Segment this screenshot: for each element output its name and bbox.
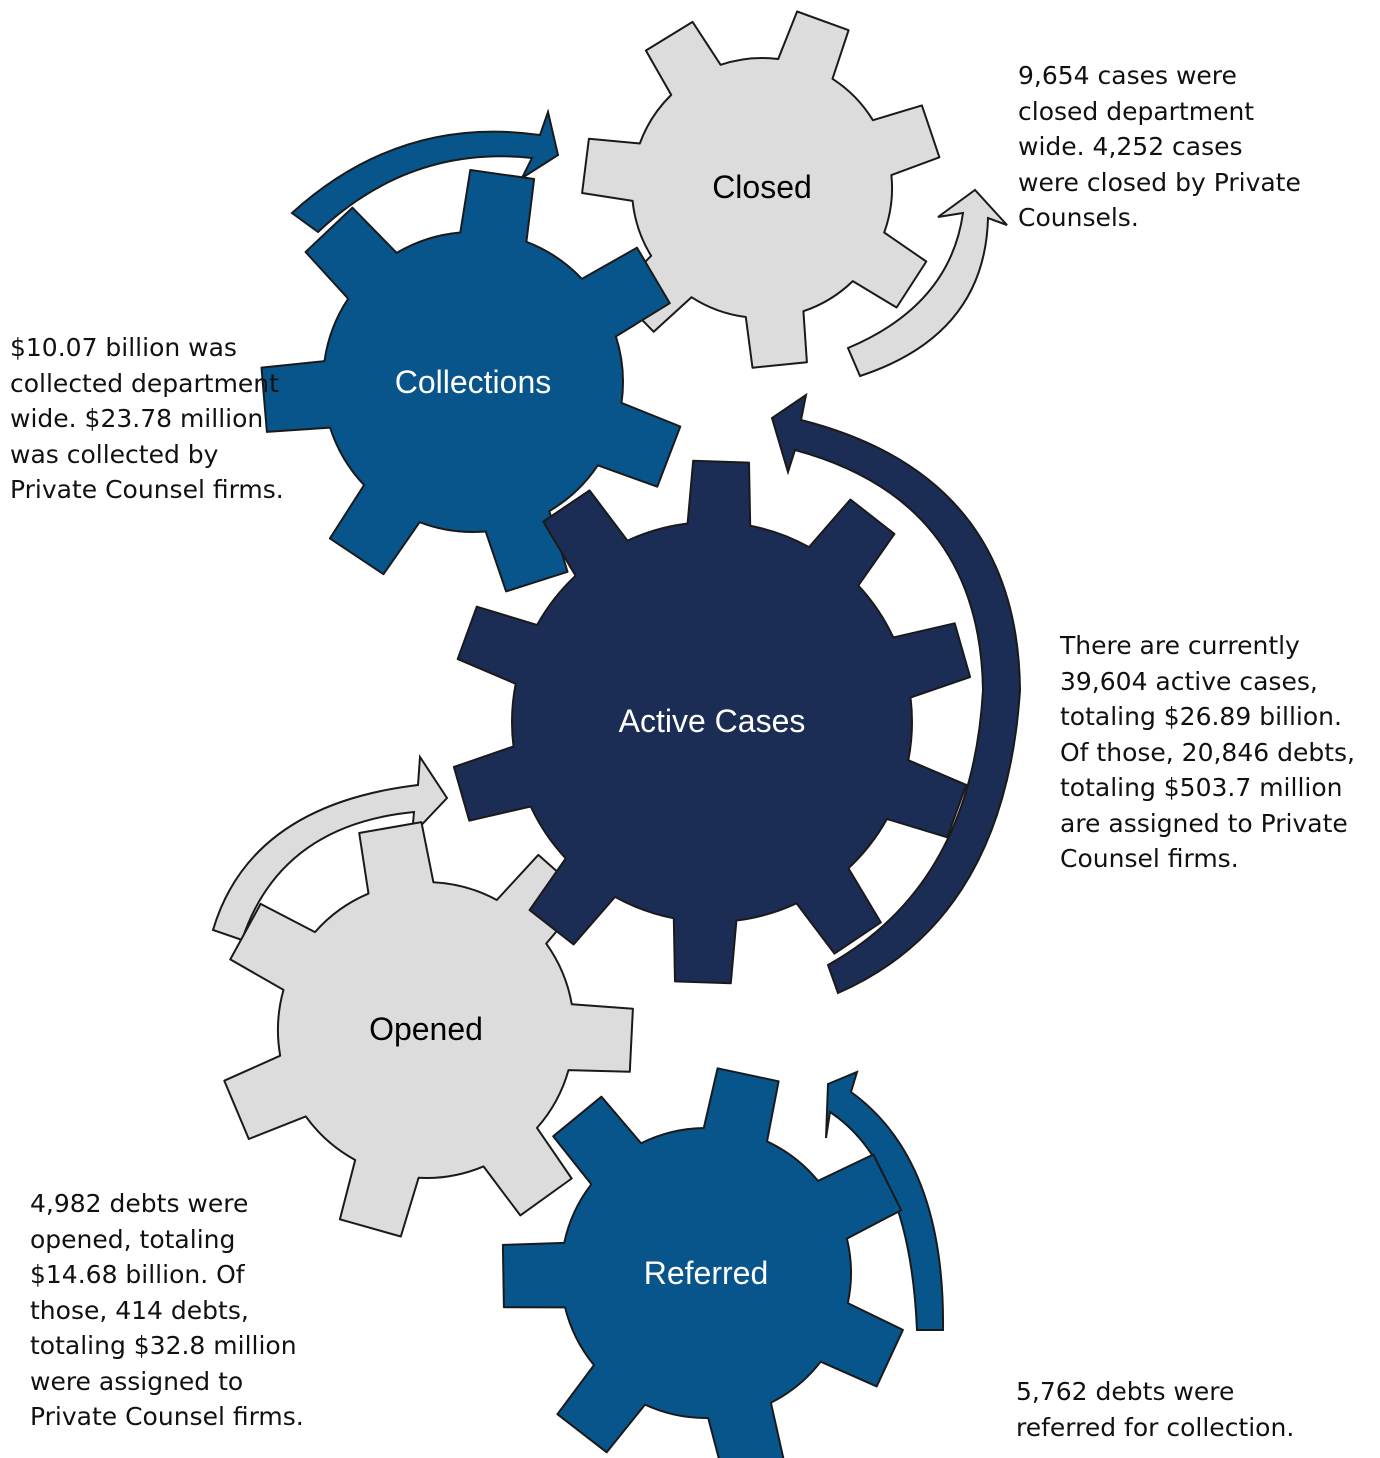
arrow-collections-to-closed xyxy=(290,108,560,234)
gear-collections xyxy=(260,169,682,593)
arrow-referred-to-opened xyxy=(825,1070,945,1331)
gear-label-referred: Referred xyxy=(644,1255,769,1291)
gear-referred xyxy=(501,1067,904,1458)
gear-label-collections: Collections xyxy=(395,364,552,400)
arrow-closed-to-text xyxy=(846,188,1008,378)
note-referred: 5,762 debts were referred for collection… xyxy=(1016,1377,1295,1442)
note-collections: $10.07 billion was collected department … xyxy=(10,333,284,504)
gear-label-closed: Closed xyxy=(712,169,812,205)
note-opened: 4,982 debts were opened, totaling $14.68… xyxy=(30,1189,304,1431)
gear-label-opened: Opened xyxy=(369,1011,483,1047)
note-closed: 9,654 cases were closed department wide.… xyxy=(1018,61,1301,232)
gear-closed xyxy=(581,10,941,369)
note-active-cases: There are currently 39,604 active cases,… xyxy=(1060,631,1355,873)
arrow-active-cycle xyxy=(770,392,1022,995)
arrow-opened-to-active xyxy=(211,753,449,942)
gear-label-active-cases: Active Cases xyxy=(619,703,806,739)
gear-active-cases xyxy=(452,459,972,985)
